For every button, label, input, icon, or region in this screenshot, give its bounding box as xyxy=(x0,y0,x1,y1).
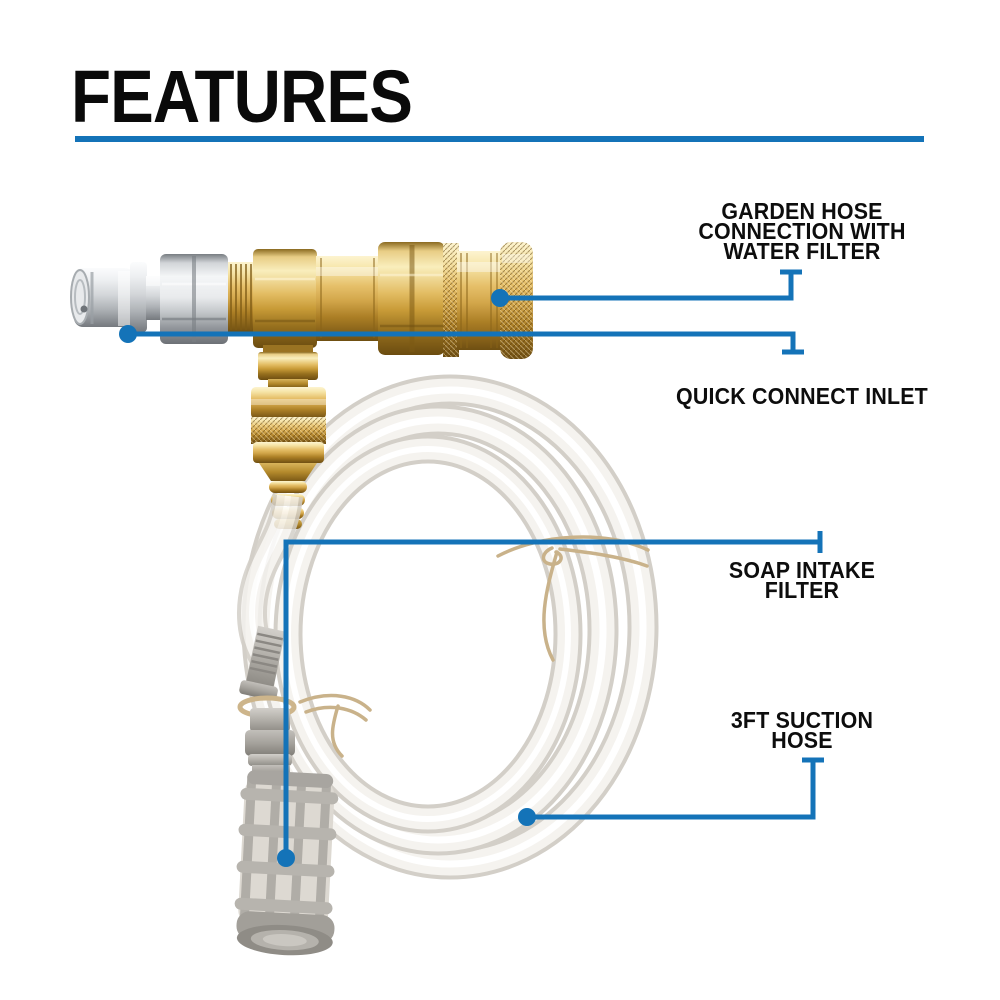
label-line: FILTER xyxy=(764,577,840,603)
callout-dot-suction-hose xyxy=(518,808,536,826)
quick-connect-plug xyxy=(70,262,164,332)
label-line: 3FT SUCTION xyxy=(730,707,874,733)
title-underline xyxy=(75,136,924,142)
label-line: CONNECTION WITH xyxy=(698,218,906,244)
label-line: QUICK CONNECT INLET xyxy=(676,383,928,409)
brass-double-hex xyxy=(378,242,445,355)
callout-line-soap-filter xyxy=(277,531,823,867)
label-garden-hose-connection: GARDEN HOSE CONNECTION WITH WATER FILTER xyxy=(635,198,970,264)
silver-hex-nut xyxy=(160,254,228,344)
label-soap-intake-filter: SOAP INTAKE FILTER xyxy=(635,557,970,603)
label-quick-connect-inlet: QUICK CONNECT INLET xyxy=(635,383,970,409)
label-line: SOAP INTAKE xyxy=(728,557,876,583)
callout-line-quick-connect xyxy=(119,325,804,355)
label-line: WATER FILTER xyxy=(723,238,881,264)
suction-hose-end xyxy=(237,493,303,664)
label-line: HOSE xyxy=(771,727,833,753)
callout-line-garden-hose xyxy=(491,269,802,307)
label-3ft-suction-hose: 3FT SUCTION HOSE xyxy=(635,707,970,753)
brass-threads xyxy=(228,262,253,332)
label-line: GARDEN HOSE xyxy=(721,198,883,224)
page-title: FEATURES xyxy=(71,55,413,138)
callout-line-suction-hose xyxy=(518,757,824,826)
callout-dot-garden-hose xyxy=(491,289,509,307)
brass-tee-body xyxy=(253,249,317,348)
callout-dot-quick-connect xyxy=(119,325,137,343)
brass-cylinder xyxy=(316,256,379,341)
callout-dot-soap-filter xyxy=(277,849,295,867)
